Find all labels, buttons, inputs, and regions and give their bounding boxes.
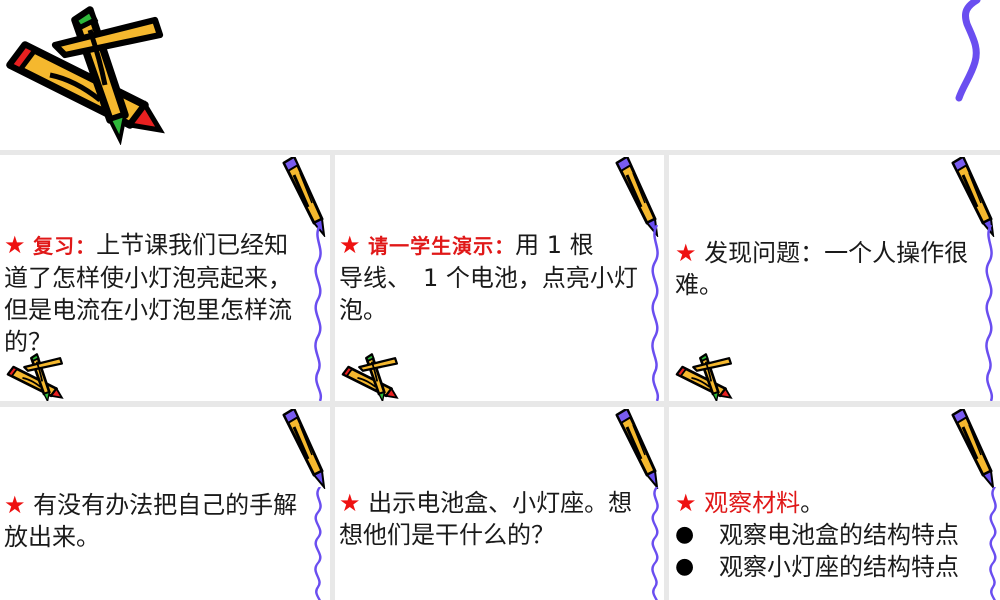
cell-text: ★ 请一学生演示：用 1 根 导线、 1 个电池，点亮小灯泡。 [339,229,642,326]
wavy-line-icon [651,487,660,600]
bullet-item: ● 观察电池盒的结构特点 [675,519,1000,551]
cell-text: ★ 出示电池盒、小灯座。想想他们是干什么的？ [339,487,642,551]
cell-text: ★ 复习：上节课我们已经知道了怎样使小灯泡亮起来，但是电流在小灯泡里怎样流的？ [4,229,308,358]
bullet-text: 观察电池盒的结构特点 [719,521,959,549]
crossed-pencils-icon [6,353,64,401]
cell-text: ★ 有没有办法把自己的手解放出来。 [4,489,308,553]
cell-show-items: ★ 出示电池盒、小灯座。想想他们是干什么的？ [335,407,664,600]
pencil-icon [615,409,659,489]
cell-text: ★ 观察材料。 ● 观察电池盒的结构特点 ● 观察小灯座的结构特点 [675,487,1000,583]
wavy-line-icon [651,225,660,401]
cell-observe: ★ 观察材料。 ● 观察电池盒的结构特点 ● 观察小灯座的结构特点 [669,407,1000,600]
cell-problem: ★ 发现问题：一个人操作很难。 [669,155,1000,401]
demo-body-line1: 用 1 根 [515,231,594,259]
star-icon: ★ [675,489,697,517]
crossed-pencils-icon [0,0,200,145]
cell-demo: ★ 请一学生演示：用 1 根 导线、 1 个电池，点亮小灯泡。 [335,155,664,401]
problem-body: 发现问题：一个人操作很难。 [675,239,969,299]
wavy-line-icon [985,225,994,401]
purple-squiggle-icon [955,0,981,102]
star-icon: ★ [339,489,361,517]
bullet-text: 观察小灯座的结构特点 [719,553,959,581]
header [0,0,1000,150]
demo-body-rest: 导线、 1 个电池，点亮小灯泡。 [339,264,638,324]
review-label: 复习： [33,234,97,258]
star-icon: ★ [675,239,697,267]
cell-free-hands: ★ 有没有办法把自己的手解放出来。 [0,407,330,600]
pencil-icon [282,409,326,489]
free-hands-body: 有没有办法把自己的手解放出来。 [4,491,298,551]
crossed-pencils-icon [675,353,733,401]
cell-review: ★ 复习：上节课我们已经知道了怎样使小灯泡亮起来，但是电流在小灯泡里怎样流的？ [0,155,330,401]
cell-text: ★ 发现问题：一个人操作很难。 [675,237,978,301]
wavy-line-icon [314,225,323,401]
bullet-icon: ● [675,522,695,547]
show-items-body: 出示电池盒、小灯座。想想他们是干什么的？ [339,489,633,549]
wavy-line-icon [314,487,323,600]
star-icon: ★ [339,231,361,259]
pencil-icon [951,409,995,489]
observe-label-suffix: 。 [800,489,825,517]
demo-label: 请一学生演示： [368,234,516,258]
observe-label: 观察材料 [704,489,801,517]
crossed-pencils-icon [341,353,399,401]
star-icon: ★ [4,491,26,519]
review-body: 上节课我们已经知道了怎样使小灯泡亮起来，但是电流在小灯泡里怎样流的？ [4,231,292,356]
bullet-item: ● 观察小灯座的结构特点 [675,551,1000,583]
bullet-icon: ● [675,554,695,579]
star-icon: ★ [4,231,26,259]
